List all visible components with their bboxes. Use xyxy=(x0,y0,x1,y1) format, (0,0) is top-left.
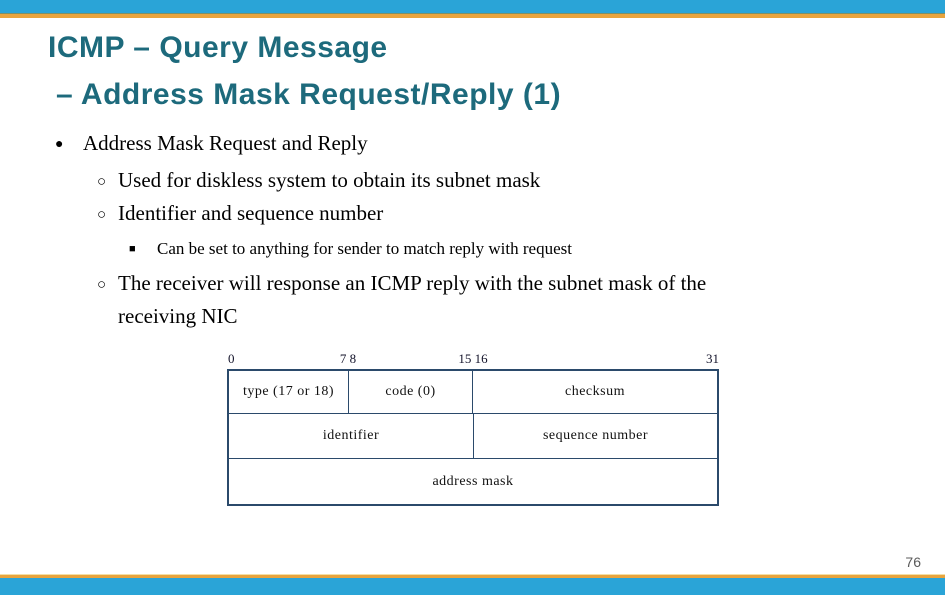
table-row: type (17 or 18) code (0) checksum xyxy=(229,371,717,414)
bottom-accent-bar xyxy=(0,578,945,595)
cell-sequence-number-field: sequence number xyxy=(542,428,649,443)
bullet-text: Identifier and sequence number xyxy=(118,201,384,225)
title-line-1: ICMP – Query Message xyxy=(48,31,388,64)
table-row: identifier sequence number xyxy=(229,414,717,459)
cell-checksum-field: checksum xyxy=(565,384,625,399)
bottom-accent-line xyxy=(0,574,945,579)
title-line-2: – Address Mask Request/Reply (1) xyxy=(56,78,562,111)
bit-label-15-16: 15 16 xyxy=(458,351,488,366)
cell-code-field: code (0) xyxy=(349,371,473,413)
bullet-can-be-set: ■ Can be set to anything for sender to ma… xyxy=(129,239,572,259)
bullet-receiver-response: ○ The receiver will response an ICMP repl… xyxy=(97,267,837,333)
cell-type-field: type (17 or 18) xyxy=(229,371,349,413)
packet-format-table: type (17 or 18) code (0) checksum identi… xyxy=(227,369,719,506)
bullet-text: Address Mask Request and Reply xyxy=(83,131,368,155)
top-accent-line xyxy=(0,14,945,18)
bullet-text: Can be set to anything for sender to mat… xyxy=(157,239,572,258)
bit-ruler: 0 7 8 15 16 31 xyxy=(227,351,719,369)
cell-address-mask-field: address mask xyxy=(432,473,514,489)
bit-label-31: 31 xyxy=(706,351,719,366)
bullet-identifier-sequence: ○ Identifier and sequence number xyxy=(97,201,383,226)
bullet-address-mask-request: ● Address Mask Request and Reply xyxy=(55,131,368,156)
bit-label-7-8: 7 8 xyxy=(339,351,357,366)
hollow-circle-bullet-icon: ○ xyxy=(97,277,107,293)
bullet-text: Used for diskless system to obtain its s… xyxy=(118,168,541,192)
filled-circle-bullet-icon: ● xyxy=(55,137,64,152)
hollow-circle-bullet-icon: ○ xyxy=(97,174,107,190)
slide-title: ICMP – Query Message – Address Mask Requ… xyxy=(48,24,561,118)
page-number: 76 xyxy=(905,554,921,570)
table-row: address mask xyxy=(229,459,717,504)
bullet-text: The receiver will response an ICMP reply… xyxy=(118,271,707,328)
bullet-used-for-diskless: ○ Used for diskless system to obtain its … xyxy=(97,168,540,193)
cell-identifier-field: identifier xyxy=(229,414,474,458)
icmp-packet-diagram: 0 7 8 15 16 31 type (17 or 18) code (0) … xyxy=(227,351,719,506)
filled-square-bullet-icon: ■ xyxy=(129,243,136,255)
bit-label-0: 0 xyxy=(228,351,235,366)
top-accent-bar xyxy=(0,0,945,14)
hollow-circle-bullet-icon: ○ xyxy=(97,207,107,223)
